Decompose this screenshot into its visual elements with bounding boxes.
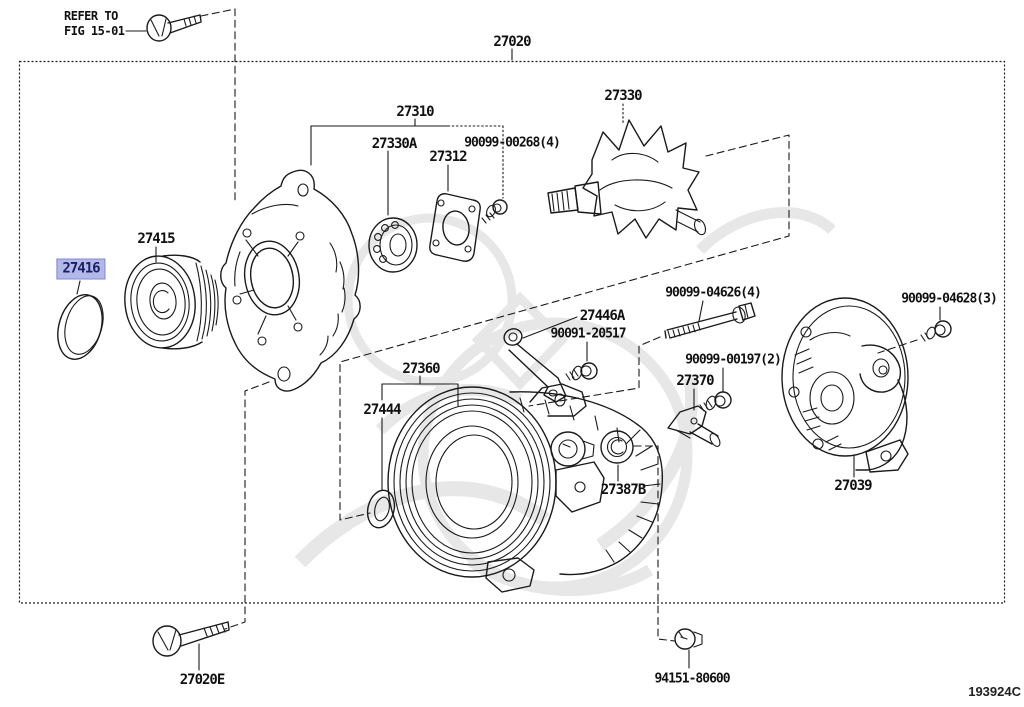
refer-bolt-drawing [146, 14, 202, 42]
part-callout-27310[interactable]: 27310 [396, 104, 434, 120]
figure-code: 193924C [968, 684, 1021, 699]
callout-lines [76, 30, 941, 671]
part-callout-27370[interactable]: 27370 [676, 373, 714, 389]
part-callout-27444[interactable]: 27444 [363, 402, 401, 418]
refer-note-line1: REFER TO [64, 9, 118, 23]
retainer-plate-drawing [429, 193, 481, 262]
bearing-drawing [368, 217, 418, 273]
part-callout-90099-04628[interactable]: 90099-04628(3) [901, 291, 998, 307]
bolt-90099-04628-drawing [920, 320, 952, 342]
part-callout-27446a[interactable]: 27446A [579, 308, 626, 324]
part-callout-27020[interactable]: 27020 [493, 34, 531, 50]
seal-ring-drawing [366, 489, 396, 529]
refer-note: REFER TO FIG 15-01 [64, 9, 125, 38]
connector-27370-drawing [667, 405, 721, 447]
refer-note-line2: FIG 15-01 [64, 23, 125, 38]
part-callout-27330a[interactable]: 27330A [371, 136, 418, 152]
part-callout-27330[interactable]: 27330 [604, 88, 642, 104]
part-callout-27387b[interactable]: 27387B [600, 482, 647, 498]
part-callout-90099-00268[interactable]: 90099-00268(4) [464, 135, 561, 151]
watermark [294, 207, 836, 596]
part-callout-94151-80600[interactable]: 94151-80600 [654, 671, 730, 687]
bolt-90099-00197-drawing [699, 391, 732, 412]
part-callout-90099-00197[interactable]: 90099-00197(2) [685, 352, 782, 368]
terminal-part-drawing [550, 431, 595, 467]
rotor-drawing [547, 119, 707, 239]
through-bolt-drawing [664, 302, 756, 339]
bearing-cover-27387b-drawing [600, 430, 634, 464]
nut-94151-drawing [674, 628, 703, 650]
part-callout-27416-selected[interactable]: 27416 [56, 258, 106, 280]
part-callout-27020e[interactable]: 27020E [179, 672, 226, 688]
part-callout-90091-20517[interactable]: 90091-20517 [550, 326, 626, 342]
part-callout-27039[interactable]: 27039 [834, 478, 872, 494]
cap-drawing [57, 294, 104, 360]
part-callout-27360[interactable]: 27360 [402, 361, 440, 377]
border-frame [18, 60, 1006, 604]
part-callout-27415[interactable]: 27415 [137, 231, 175, 247]
rear-cover-drawing [781, 297, 909, 473]
pulley-drawing [124, 254, 219, 350]
part-callout-90099-04626[interactable]: 90099-04626(4) [665, 285, 762, 301]
front-bracket-drawing [220, 169, 361, 392]
bolt-90099-00268-drawing [481, 199, 508, 224]
mount-bolt-27020e-drawing [152, 621, 230, 657]
part-callout-27312[interactable]: 27312 [429, 149, 467, 165]
stator-housing-drawing [387, 383, 664, 593]
bolt-90091-20517-drawing [565, 362, 598, 381]
